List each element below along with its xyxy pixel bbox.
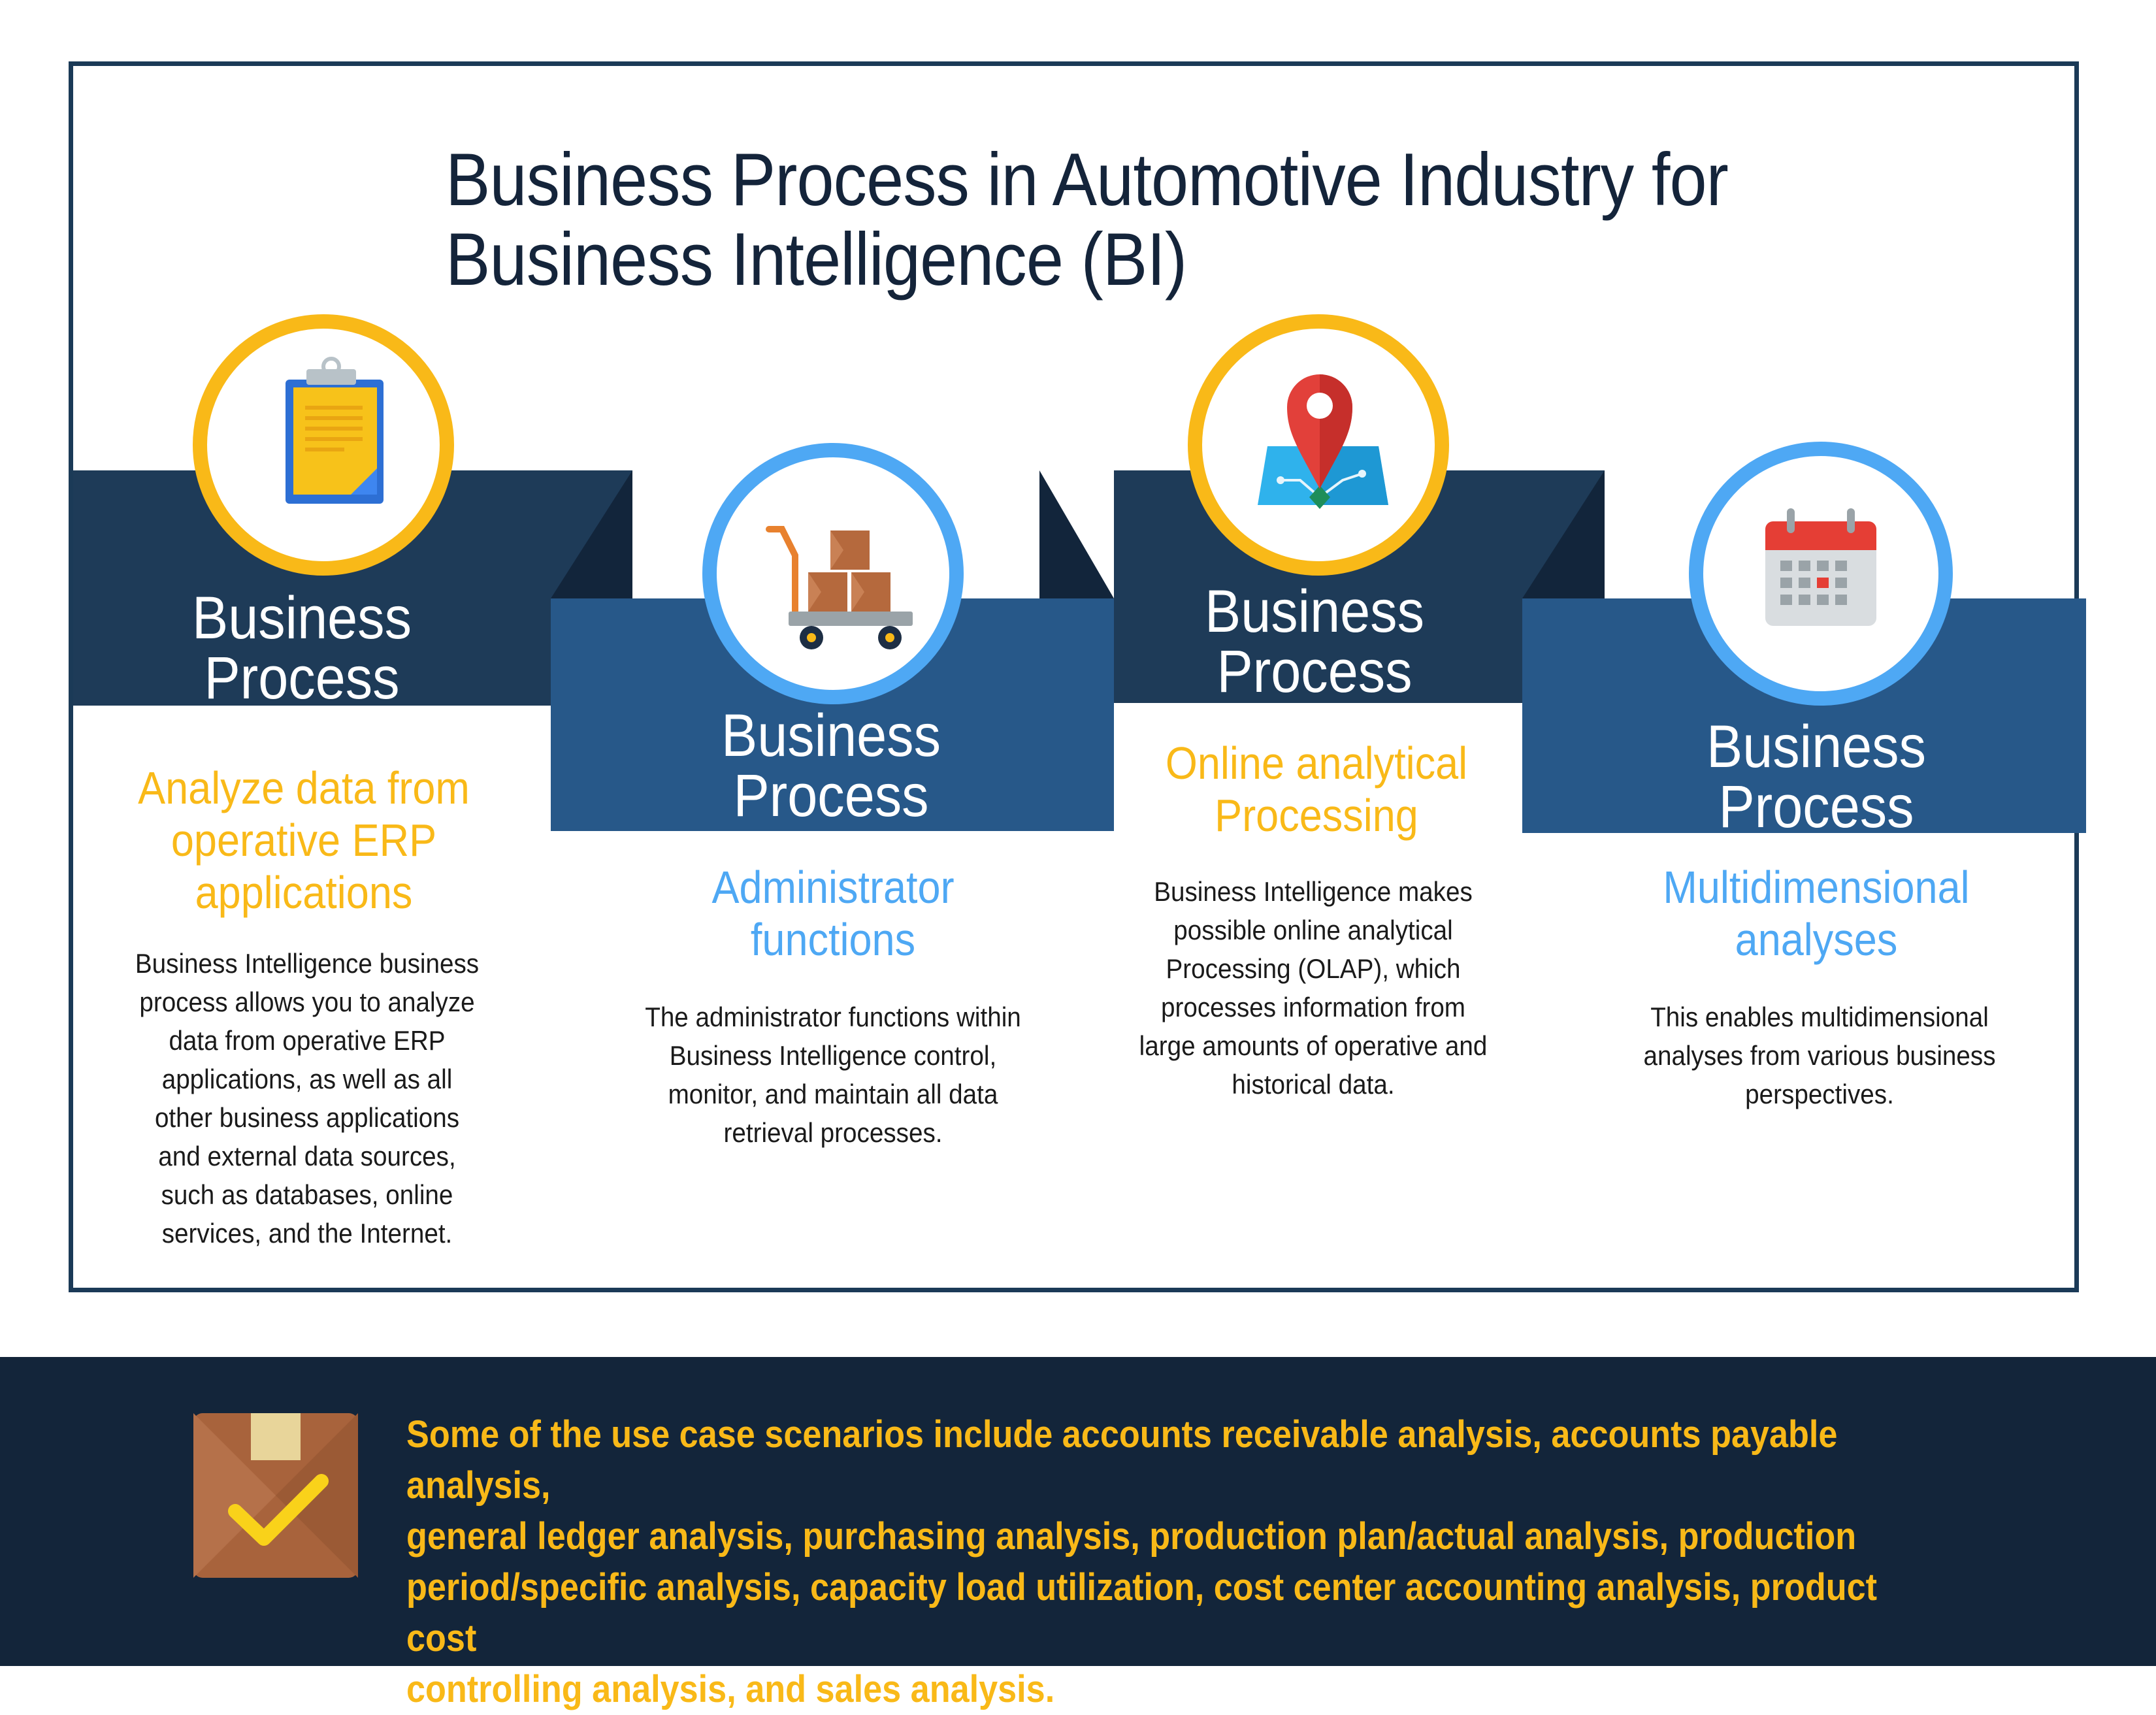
ribbon-fold-3	[1522, 470, 1605, 598]
step-4-description: This enables multidimensional analyses f…	[1643, 1002, 1996, 1109]
clipboard-icon	[286, 357, 384, 504]
step-2-icon-circle	[702, 443, 964, 704]
page-title: Business Process in Automotive Industry …	[446, 140, 1857, 300]
step-3-description: Business Intelligence makes possible onl…	[1139, 876, 1488, 1100]
step-1-icon-circle	[193, 314, 454, 576]
step-4-icon-circle	[1689, 442, 1953, 706]
footer-panel	[0, 1357, 2156, 1666]
step-1-description: Business Intelligence business process a…	[135, 948, 480, 1249]
cart-boxes-icon	[766, 526, 913, 649]
step-2-heading: Administrator functions	[711, 862, 955, 965]
calendar-icon	[1765, 508, 1876, 626]
map-pin-icon	[1258, 374, 1388, 509]
step-3-banner-label: Business Process	[1205, 578, 1424, 705]
step-1-banner-label: Business Process	[192, 585, 412, 711]
ribbon-fold-2	[1039, 470, 1114, 598]
step-3-heading: Online analytical Processing	[1165, 738, 1468, 841]
step-2-description: The administrator functions within Busin…	[645, 1002, 1021, 1148]
step-2-banner-label: Business Process	[721, 702, 941, 829]
step-3-icon-circle	[1188, 314, 1449, 576]
checked-box-icon	[193, 1413, 358, 1578]
step-4-banner-label: Business Process	[1707, 713, 1926, 840]
footer-use-case-text: Some of the use case scenarios include a…	[406, 1413, 1878, 1710]
step-1-heading: Analyze data from operative ERP applicat…	[138, 762, 470, 918]
title-line-1: Business Process in Automotive Industry …	[446, 139, 1729, 221]
step-4-heading: Multidimensional analyses	[1663, 862, 1970, 965]
title-line-2: Business Intelligence (BI)	[446, 218, 1187, 301]
ribbon-fold-1	[551, 470, 632, 598]
